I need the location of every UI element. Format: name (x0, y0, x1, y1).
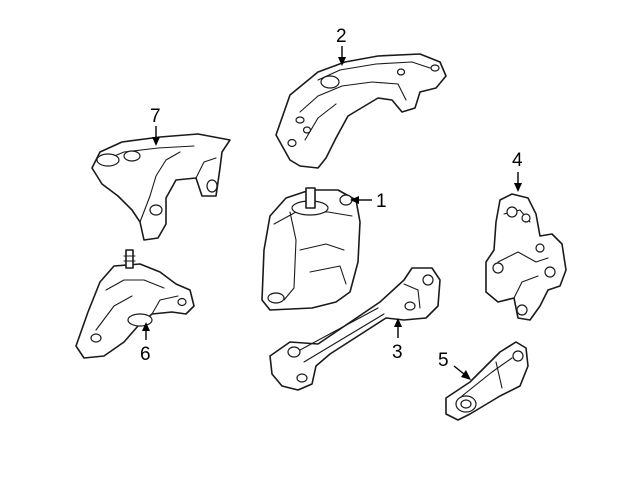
callout-label-3: 3 (392, 342, 403, 363)
callout-label-4: 4 (512, 150, 523, 171)
arrowhead-2 (338, 57, 346, 66)
callout-4: 4 (512, 150, 523, 192)
callout-2: 2 (336, 26, 347, 66)
callout-label-5: 5 (438, 350, 449, 371)
callout-label-6: 6 (140, 344, 151, 365)
callout-label-1: 1 (376, 191, 387, 212)
callout-6: 6 (140, 322, 151, 365)
callout-5: 5 (438, 350, 471, 380)
part-2-bracket (275, 53, 447, 169)
part-5-mount (445, 341, 529, 421)
arrowhead-5 (461, 370, 471, 380)
callout-label-7: 7 (150, 106, 161, 127)
part-1-mount (261, 187, 361, 311)
leader-line-5 (453, 365, 465, 375)
arrowhead-1 (350, 196, 359, 204)
part-4-bracket (485, 193, 567, 321)
arrowhead-3 (394, 318, 402, 327)
part-6-mount (75, 249, 195, 359)
arrowhead-6 (142, 322, 150, 331)
callout-7: 7 (150, 106, 161, 146)
part-7-mount (91, 133, 231, 241)
arrowhead-7 (152, 137, 160, 146)
part-3-torque-rod (269, 267, 441, 391)
callout-label-2: 2 (336, 26, 347, 47)
callout-3: 3 (392, 318, 403, 363)
arrowhead-4 (514, 183, 522, 192)
callout-1: 1 (350, 191, 387, 212)
